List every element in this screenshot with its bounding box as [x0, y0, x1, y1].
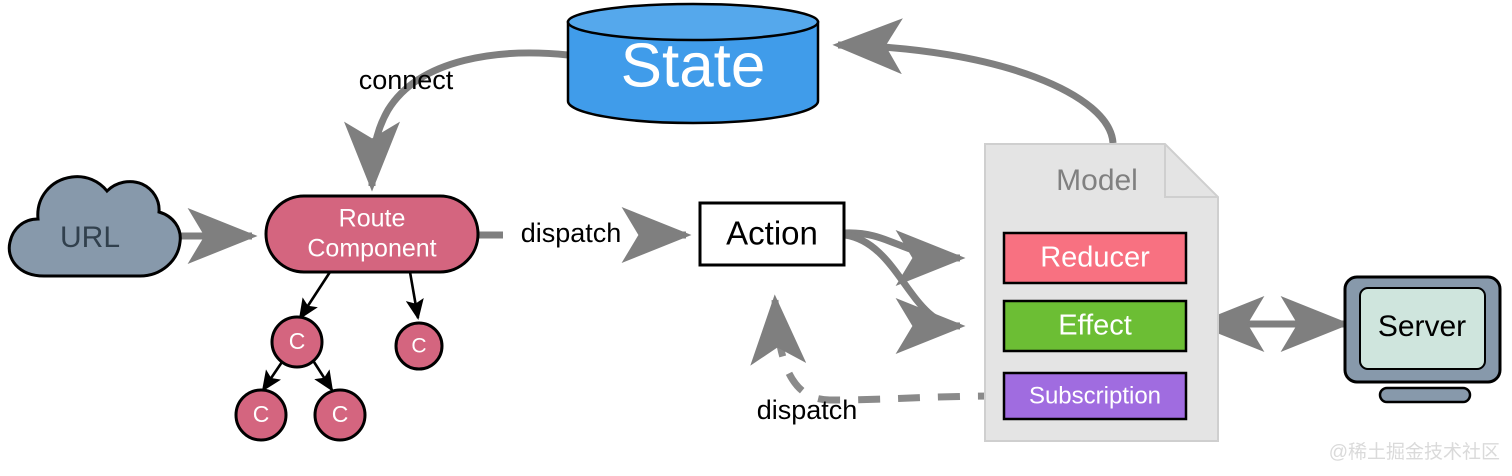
url-cloud-shape	[7, 175, 182, 278]
edge-action-to-reducer	[844, 229, 966, 286]
node-subscription[interactable]: Subscription	[1002, 371, 1188, 421]
node-state[interactable]: State	[566, 2, 820, 125]
child-4-label: C	[332, 401, 349, 427]
edge-label-dispatch-action: dispatch	[521, 218, 622, 248]
node-child-4[interactable]: C	[313, 388, 367, 442]
edge-state-to-route-component-connect	[344, 49, 569, 192]
child-3-circle	[234, 388, 288, 442]
route-component-label-line1: Route	[339, 205, 406, 233]
state-cylinder-body	[566, 20, 820, 125]
node-child-1[interactable]: C	[270, 315, 324, 369]
node-reducer[interactable]: Reducer	[1002, 231, 1188, 285]
edge-route-component-to-child-1	[298, 271, 332, 320]
watermark-text: @稀土掘金技术社区	[1329, 441, 1500, 463]
node-child-2[interactable]: C	[394, 321, 444, 371]
node-model[interactable]: Model	[984, 143, 1219, 442]
subscription-label: Subscription	[1029, 382, 1161, 409]
node-child-3[interactable]: C	[234, 388, 288, 442]
action-box	[698, 201, 846, 267]
node-route-component[interactable]: Route Component	[264, 194, 480, 274]
url-label: URL	[60, 221, 120, 254]
model-label: Model	[1056, 164, 1138, 197]
child-1-label: C	[289, 328, 306, 354]
child-4-circle	[313, 388, 367, 442]
model-folded-corner-icon	[1164, 144, 1218, 198]
reducer-box	[1002, 231, 1188, 285]
server-label: Server	[1378, 310, 1466, 343]
edge-subscription-to-action-dispatch	[750, 294, 1001, 404]
effect-label: Effect	[1058, 310, 1132, 342]
state-cylinder-top	[566, 2, 820, 42]
child-2-label: C	[411, 335, 426, 358]
child-1-circle	[270, 315, 324, 369]
node-url[interactable]: URL	[7, 175, 182, 278]
model-document-shape	[984, 143, 1219, 442]
route-component-label-line2: Component	[307, 235, 436, 263]
reducer-label: Reducer	[1040, 242, 1150, 274]
state-label: State	[621, 31, 766, 100]
route-component-box	[264, 194, 480, 274]
child-2-circle	[394, 321, 444, 371]
action-label: Action	[726, 215, 818, 252]
server-monitor-stand-icon	[1378, 386, 1472, 404]
edge-child-1-to-child-4	[312, 361, 334, 392]
edge-label-dispatch-subscription: dispatch	[757, 395, 858, 425]
edge-model-to-state	[832, 18, 1117, 144]
effect-box	[1002, 299, 1188, 353]
child-3-label: C	[253, 401, 270, 427]
edge-action-to-effect	[844, 231, 966, 354]
edge-child-1-to-child-3	[261, 361, 284, 392]
node-server[interactable]: Server	[1343, 275, 1502, 404]
edge-route-component-to-child-2	[405, 271, 424, 321]
node-action[interactable]: Action	[698, 201, 846, 267]
subscription-box	[1002, 371, 1188, 421]
edge-label-connect: connect	[359, 65, 454, 95]
server-monitor-screen	[1359, 287, 1486, 370]
node-effect[interactable]: Effect	[1002, 299, 1188, 353]
